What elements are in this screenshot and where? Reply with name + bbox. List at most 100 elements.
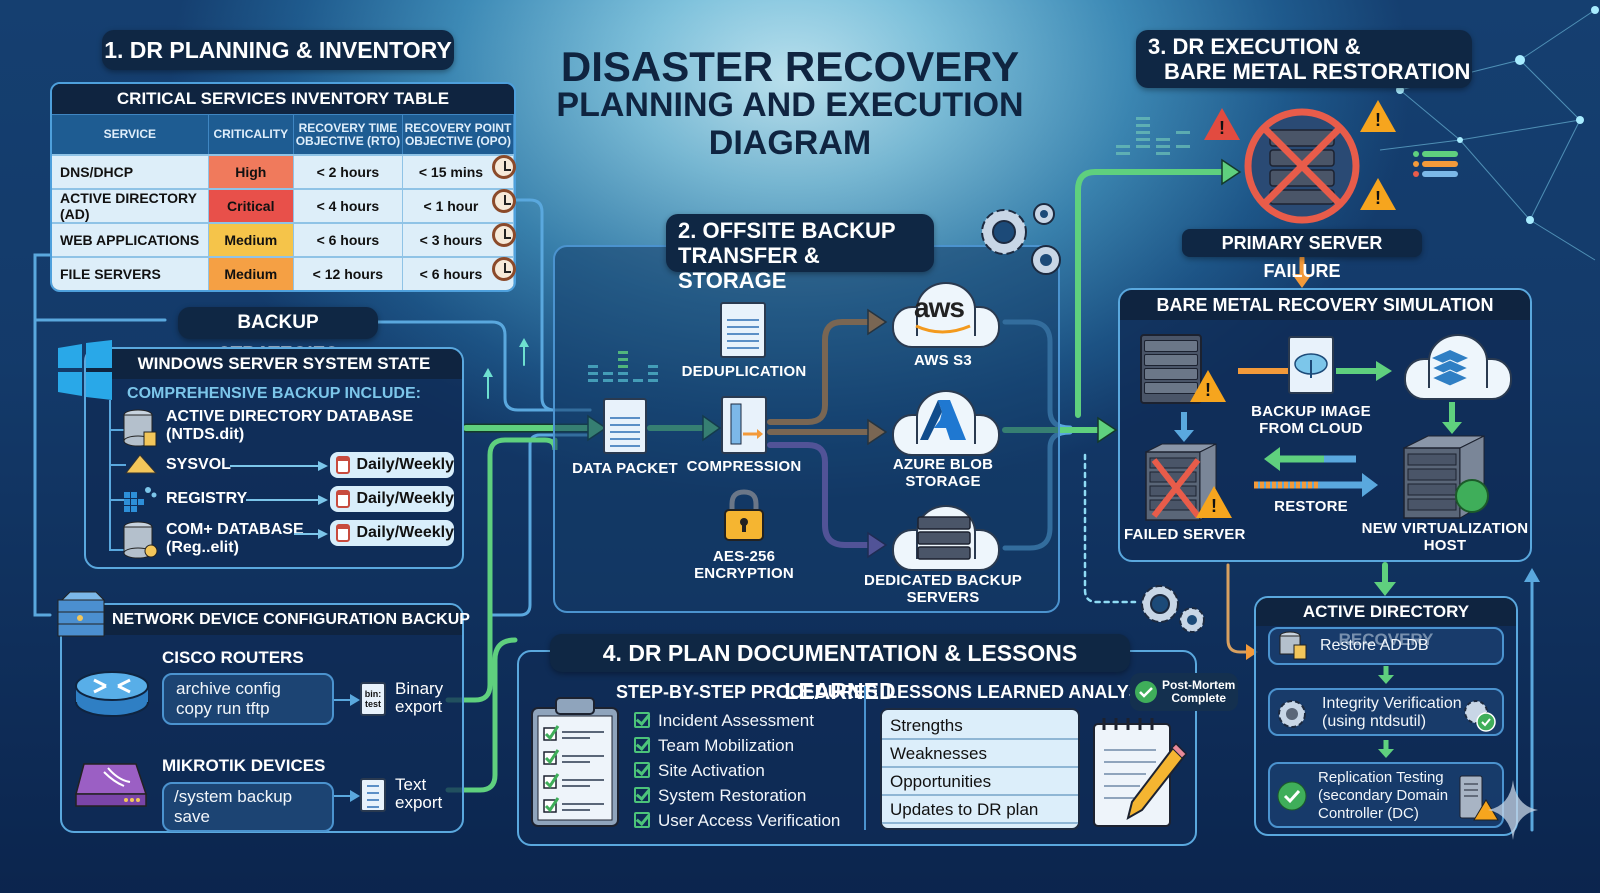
azure-label-line-1: AZURE BLOB — [892, 456, 994, 473]
schedule-label: Daily/Weekly — [356, 490, 454, 507]
criticality-cell: Medium — [208, 258, 294, 290]
primary-server-failure-label: PRIMARY SERVER FAILURE — [1182, 229, 1422, 281]
arrow-icon — [334, 694, 360, 706]
deduplication-label: DEDUPLICATION — [681, 363, 807, 380]
compression-file-icon — [721, 396, 767, 454]
database-icon — [1279, 631, 1307, 660]
lessons-learned-list: Strengths Weaknesses Opportunities Updat… — [880, 708, 1080, 830]
binary-file-icon: bin: test — [360, 682, 386, 716]
new-host-label-line-1: NEW VIRTUALIZATION — [1361, 520, 1529, 537]
section-4-heading: 4. DR PLAN DOCUMENTATION & LESSONS LEARN… — [550, 634, 1130, 704]
green-arrow-icon — [1336, 361, 1392, 381]
procedure-item: System Restoration — [634, 783, 840, 808]
table-row: DNS/DHCP High < 2 hours < 15 mins — [52, 154, 514, 188]
calendar-icon — [336, 456, 351, 474]
criticality-cell: Medium — [208, 224, 294, 256]
rto-cell: < 12 hours — [294, 258, 403, 290]
lessons-learned-title: LESSONS LEARNED ANALYSIS — [886, 682, 1158, 702]
data-packet-label: DATA PACKET — [572, 460, 678, 477]
column-header-rpo: RECOVERY POINT OBJECTIVE (OPO) — [403, 115, 514, 154]
checkbox-checked-icon — [634, 712, 650, 728]
schedule-label: Daily/Weekly — [356, 524, 454, 541]
compression-zip-icon — [730, 403, 763, 445]
green-down-arrow-icon — [1378, 740, 1394, 758]
title-line-1: DISASTER RECOVERY — [560, 43, 1020, 90]
item-label: COM+ DATABASE — [166, 521, 304, 538]
procedure-label: Team Mobilization — [658, 736, 795, 755]
new-host-label-line-2: HOST — [1423, 537, 1467, 554]
section-divider — [864, 686, 866, 830]
checkbox-checked-icon — [634, 787, 650, 803]
arrow-icon — [294, 529, 328, 539]
encryption-label: AES-256 ENCRYPTION — [683, 548, 805, 582]
badge-text: Post-Mortem Complete — [1162, 679, 1235, 705]
warning-icon: ! — [1204, 108, 1240, 140]
schedule-badge: Daily/Weekly — [330, 486, 454, 512]
ad-step-restore-db: Restore AD DB — [1268, 627, 1504, 665]
windows-logo-icon — [58, 340, 112, 400]
title-line-3: DIAGRAM — [708, 124, 872, 162]
backup-image-label: BACKUP IMAGE FROM CLOUD — [1240, 403, 1382, 437]
rto-cell: < 2 hours — [294, 156, 403, 188]
check-circle-icon — [1135, 681, 1157, 703]
cloud-storage-icon — [1396, 334, 1512, 400]
windows-item-registry: REGISTRY — [166, 490, 248, 507]
step-sublabel: (using ntdsutil) — [1322, 713, 1427, 730]
check-circle-icon — [1277, 781, 1307, 811]
virtualization-host-icon — [1403, 435, 1489, 519]
gears-icon — [1141, 585, 1205, 633]
criticality-cell: High — [208, 156, 294, 188]
warning-icon: ! — [1190, 370, 1226, 402]
warning-icon: ! — [1196, 486, 1232, 518]
section-2-heading: 2. OFFSITE BACKUP TRANSFER & STORAGE — [666, 214, 934, 293]
warning-icon: ! — [1360, 178, 1396, 210]
critical-services-inventory-table: CRITICAL SERVICES INVENTORY TABLE SERVIC… — [50, 82, 516, 292]
step-label: Replication Testing — [1318, 769, 1444, 786]
blue-down-arrow-icon — [1174, 412, 1194, 442]
service-cell: FILE SERVERS — [52, 258, 209, 290]
rto-cell: < 4 hours — [294, 190, 403, 222]
column-header-rto: RECOVERY TIME OBJECTIVE (RTO) — [294, 115, 403, 154]
step-label: Integrity Verification — [1322, 695, 1462, 712]
backup-image-file-icon — [1288, 336, 1334, 394]
green-down-arrow-icon — [1378, 666, 1394, 684]
ad-recovery-title: ACTIVE DIRECTORY RECOVERY — [1256, 598, 1516, 649]
backup-image-label-line-1: BACKUP IMAGE — [1251, 403, 1371, 420]
clock-icon — [492, 189, 516, 213]
section-3-heading: 3. DR EXECUTION & BARE METAL RESTORATION — [1136, 30, 1472, 88]
windows-item-sysvol: SYSVOL — [166, 456, 231, 473]
item-sublabel: (NTDS.dit) — [166, 426, 245, 443]
lesson-item: Updates to DR plan — [882, 796, 1078, 824]
gears-icon — [981, 203, 1061, 275]
clock-icon — [492, 257, 516, 281]
data-bars-decoration — [1116, 117, 1190, 155]
main-title: DISASTER RECOVERY PLANNING AND EXECUTION… — [540, 43, 1040, 163]
failed-server-label: FAILED SERVER — [1124, 526, 1246, 543]
backup-image-label-line-2: FROM CLOUD — [1259, 420, 1363, 437]
output-label: Text — [395, 775, 427, 794]
padlock-icon — [724, 489, 764, 541]
mikrotik-devices-title: MIKROTIK DEVICES — [162, 756, 326, 775]
cisco-command-box: archive config copy run tftp — [162, 673, 334, 725]
procedure-item: Incident Assessment — [634, 708, 840, 733]
sysvol-folder-icon — [124, 454, 158, 474]
inventory-table-header: SERVICE CRITICALITY RECOVERY TIME OBJECT… — [52, 114, 514, 154]
procedures-title: STEP-BY-STEP PROCEDURES — [616, 682, 878, 702]
procedure-item: Site Activation — [634, 758, 840, 783]
dedicated-label-line-2: SERVERS — [906, 589, 980, 606]
data-packet-document-icon — [603, 398, 647, 454]
windows-panel-subtitle: COMPREHENSIVE BACKUP INCLUDE: — [127, 385, 421, 402]
bmr-panel-title: BARE METAL RECOVERY SIMULATION — [1120, 290, 1530, 320]
procedure-label: Site Activation — [658, 761, 765, 780]
procedure-label: Incident Assessment — [658, 711, 814, 730]
service-cell: WEB APPLICATIONS — [52, 224, 209, 256]
service-cell: ACTIVE DIRECTORY (AD) — [52, 190, 209, 222]
checkbox-checked-icon — [634, 737, 650, 753]
azure-logo-icon — [920, 400, 966, 440]
section-3-heading-line-1: 3. DR EXECUTION & — [1148, 34, 1361, 59]
table-row: WEB APPLICATIONS Medium < 6 hours < 3 ho… — [52, 222, 514, 256]
ad-step-integrity-verification: Integrity Verification (using ntdsutil) — [1268, 688, 1504, 736]
server-warning-icon — [1459, 775, 1499, 821]
database-icon — [123, 521, 158, 559]
windows-panel-title: WINDOWS SERVER SYSTEM STATE — [86, 349, 462, 379]
